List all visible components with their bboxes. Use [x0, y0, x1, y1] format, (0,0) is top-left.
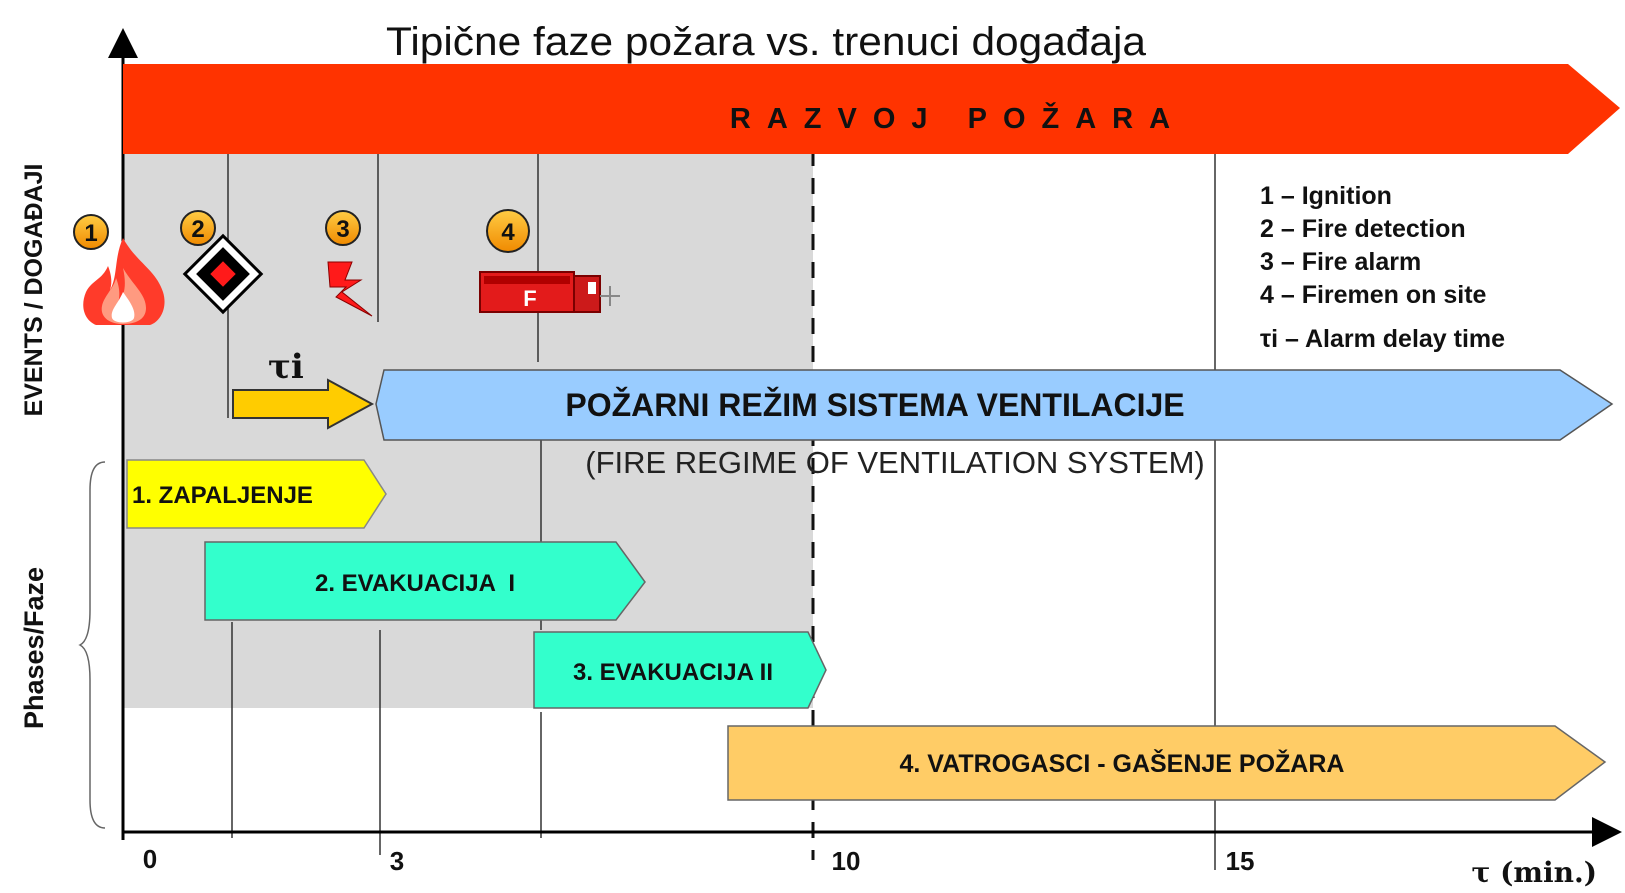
diagram-title: Tipične faze požara vs. trenuci događaja [386, 20, 1147, 64]
legend-item-5: τi – Alarm delay time [1260, 325, 1505, 353]
event-badge-number: 2 [191, 216, 204, 243]
razvoj-pozara-label: RAZVOJ POŽARA [730, 101, 1186, 135]
razvoj-pozara-banner [123, 64, 1620, 154]
phase-1-arrow [126, 459, 387, 529]
phase-4-label: 4. VATROGASCI - GAŠENJE POŽARA [900, 748, 1345, 778]
truck-letter: F [523, 286, 536, 311]
ventilation-label: POŽARNI REŽIM SISTEMA VENTILACIJE [565, 387, 1184, 423]
phase-3-arrow [533, 631, 827, 709]
lightning-icon [327, 261, 373, 317]
phase-2-label: 2. EVAKUACIJA I [315, 570, 515, 597]
fire-truck-icon: F [479, 271, 620, 313]
event-badge-number: 1 [84, 220, 97, 247]
event-badge-4: 4 [486, 209, 530, 253]
tick-label-10: 10 [832, 846, 861, 876]
tau-label: τi [268, 347, 304, 387]
phase-2-arrow [204, 541, 646, 621]
legend-item-2: 2 – Fire detection [1260, 215, 1466, 243]
alarm-delay-arrow [232, 378, 375, 430]
legend-item-4: 4 – Firemen on site [1260, 281, 1487, 309]
event-badge-2: 2 [180, 210, 216, 246]
tick-label-15: 15 [1226, 846, 1255, 876]
legend: 1 – Ignition 2 – Fire detection 3 – Fire… [1260, 182, 1505, 353]
y-label-phases: Phases/Faze [19, 567, 49, 729]
phases-brace [78, 461, 106, 829]
ventilation-sublabel: (FIRE REGIME OF VENTILATION SYSTEM) [585, 445, 1204, 480]
event-badge-number: 3 [336, 216, 349, 243]
flame-icon [83, 238, 165, 325]
phase-1-label: 1. ZAPALJENJE [132, 482, 313, 509]
tick-label-0: 0 [143, 844, 157, 874]
y-label-events: EVENTS / DOGAĐAJI [20, 164, 48, 417]
phase-3-label: 3. EVAKUACIJA II [573, 659, 773, 686]
event-badge-3: 3 [325, 210, 361, 246]
event-badge-number: 4 [501, 219, 515, 246]
legend-item-1: 1 – Ignition [1260, 182, 1392, 210]
event-badge-1: 1 [73, 214, 109, 250]
detector-icon [182, 233, 264, 315]
x-axis-label: τ (min.) [1472, 856, 1597, 889]
ventilation-bar [375, 369, 1614, 441]
phase-4-arrow [727, 725, 1607, 801]
legend-item-3: 3 – Fire alarm [1260, 248, 1421, 276]
tick-label-3: 3 [390, 846, 404, 876]
